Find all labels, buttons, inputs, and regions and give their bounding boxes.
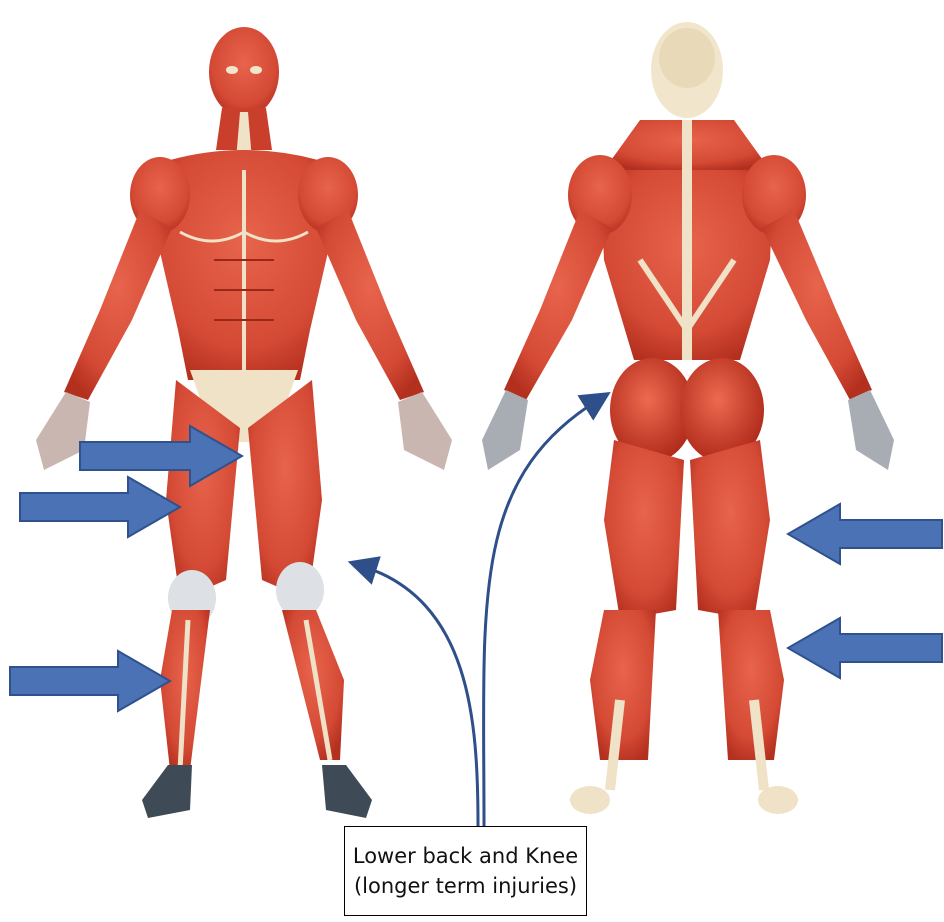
callout-line-2: (longer term injuries) — [354, 871, 577, 901]
curve-to-knee — [362, 566, 478, 826]
curve-to-lower-back — [484, 400, 598, 826]
arrow-calf — [788, 618, 942, 678]
back-view-muscle-figure — [482, 22, 894, 814]
front-view-muscle-figure — [36, 27, 452, 818]
callout-line-1: Lower back and Knee — [353, 841, 578, 871]
arrow-hamstring — [788, 504, 942, 564]
arrow-quadriceps — [20, 477, 180, 537]
arrow-shin — [10, 651, 170, 711]
injury-callout-box: Lower back and Knee (longer term injurie… — [344, 826, 587, 916]
